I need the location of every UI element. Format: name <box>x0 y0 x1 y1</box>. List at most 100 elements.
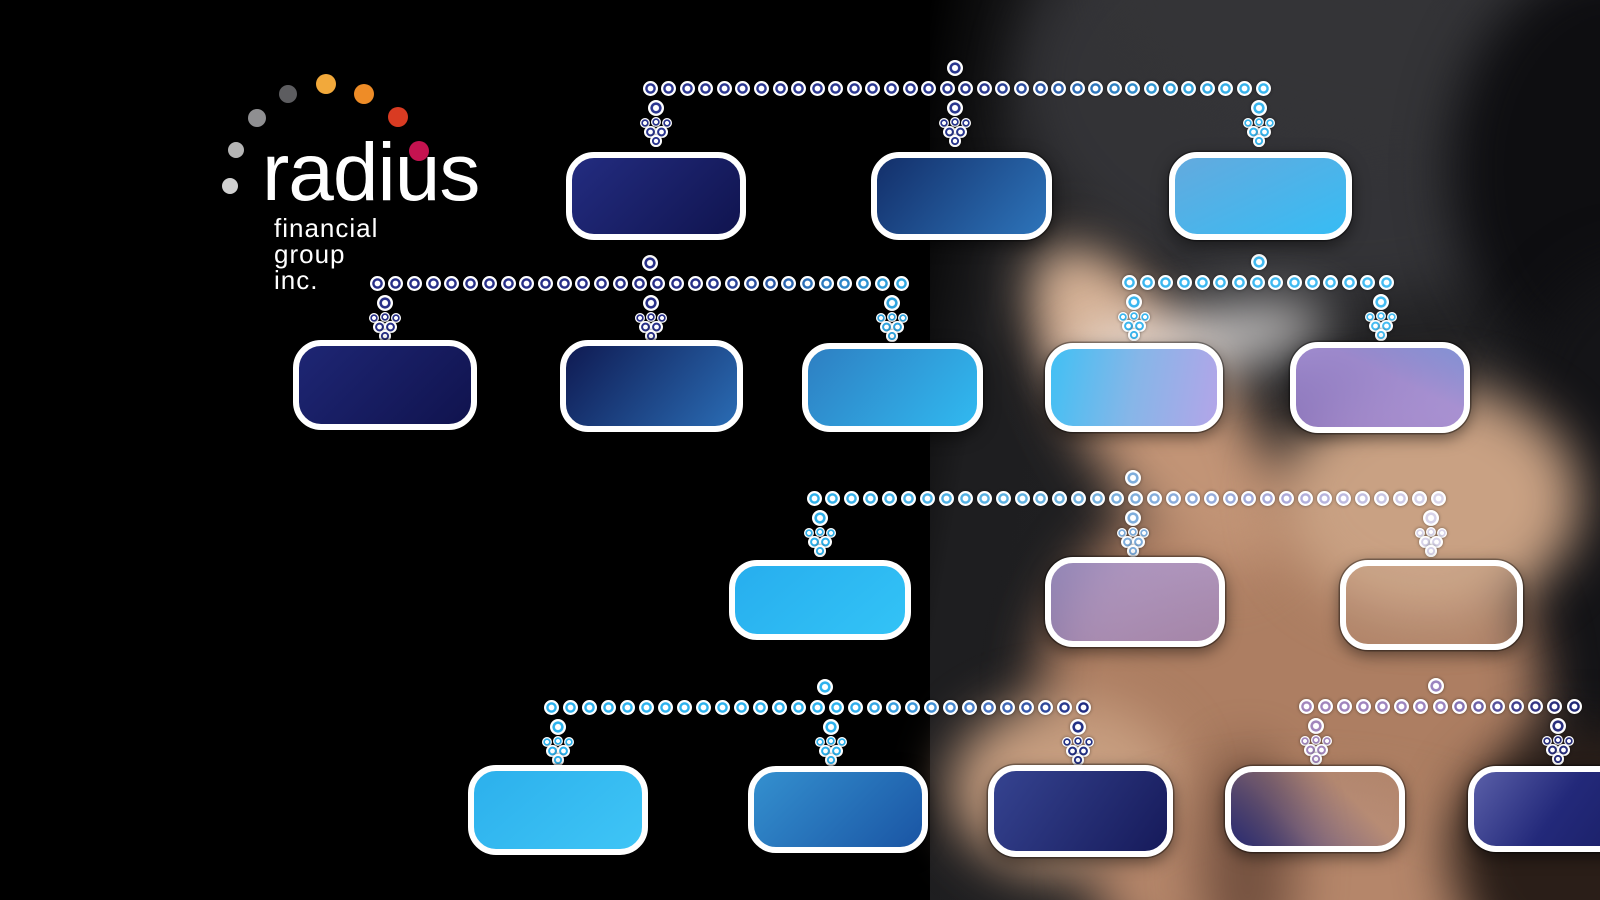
connector-line-bead <box>781 275 797 291</box>
connector-arrow-bead <box>947 100 963 116</box>
connector-line-bead <box>1203 490 1219 506</box>
connector-line-bead <box>1341 274 1357 290</box>
org-node-3-3 <box>1340 560 1523 650</box>
connector-line-bead <box>1250 274 1265 290</box>
connector-line-bead <box>698 80 714 96</box>
connector-line-bead <box>1528 698 1544 714</box>
connector-arrow-bead <box>949 116 961 128</box>
connector-line-bead <box>1018 699 1034 715</box>
connector-arrow-bead <box>377 295 393 311</box>
connector-arrow-bead <box>880 320 893 334</box>
connector-arrow-bead <box>819 744 832 758</box>
connector-arrow-bead <box>1414 527 1426 539</box>
connector-arrow-bead <box>546 744 559 758</box>
connector-arrow-bead <box>814 526 826 538</box>
connector-arrow-bead <box>1117 311 1129 323</box>
connector-line-bead <box>388 275 404 291</box>
connector-arrow-bead <box>886 330 898 342</box>
connector-line-bead <box>904 699 920 715</box>
connector-arrow-bead <box>1077 744 1090 758</box>
org-node-3-1 <box>729 560 911 640</box>
connector-line-bead <box>1547 698 1563 714</box>
connector-line-bead <box>902 80 918 96</box>
connector-arrow-bead <box>552 735 564 747</box>
connector-line-bead <box>1127 490 1143 506</box>
connector-arrow-bead <box>960 117 972 129</box>
connector-arrow-bead <box>1563 735 1575 747</box>
connector-line-bead <box>976 80 992 96</box>
connector-line-bead <box>882 490 898 506</box>
connector-arrow-bead <box>384 320 397 334</box>
org-node-2-1 <box>293 340 477 430</box>
connector-line-bead <box>1354 490 1370 506</box>
connector-line-bead <box>1305 274 1321 290</box>
connector-arrow-bead <box>1430 535 1443 549</box>
connector-line-bead <box>1181 80 1197 96</box>
connector-arrow-bead <box>1128 310 1140 322</box>
connector-line-bead <box>733 699 749 715</box>
connector-line-bead <box>716 80 732 96</box>
connector-line-bead <box>863 490 879 506</box>
connector-line-bead <box>1268 274 1284 290</box>
connector-line-bead <box>828 699 844 715</box>
connector-line-bead <box>844 490 860 506</box>
connector-line-bead <box>847 699 863 715</box>
connector-arrow-bead <box>639 320 652 334</box>
connector-line-bead <box>1317 490 1333 506</box>
connector-line-bead <box>1255 80 1271 96</box>
connector-line-bead <box>1360 274 1376 290</box>
connector-arrow-bead <box>1364 311 1376 323</box>
connector-arrow-bead <box>656 312 668 324</box>
connector-line-bead <box>1430 490 1446 506</box>
connector-line-bead <box>1355 698 1371 714</box>
connector-arrow-bead <box>368 312 380 324</box>
connector-line-bead <box>1194 274 1210 290</box>
org-node-1-1 <box>566 152 746 240</box>
connector-line-bead <box>481 275 497 291</box>
connector-arrow-bead <box>1127 526 1139 538</box>
connector-line-bead <box>961 699 977 715</box>
connector-arrow-bead <box>891 320 904 334</box>
logo-arc-dot <box>354 84 374 104</box>
connector-arrow-bead <box>650 320 663 334</box>
connector-line-bead <box>1509 698 1525 714</box>
connector-arrow-bead <box>1264 117 1276 129</box>
connector-line-bead <box>1075 699 1091 715</box>
connector-parent-bead <box>642 255 658 271</box>
connector-line-bead <box>753 80 769 96</box>
connector-arrow-bead <box>1425 526 1437 538</box>
connector-arrow-bead <box>373 320 386 334</box>
connector-line-bead <box>762 275 778 291</box>
connector-arrow-bead <box>655 125 668 139</box>
connector-arrow-bead <box>1373 294 1389 310</box>
connector-line-bead <box>1336 698 1352 714</box>
connector-line-bead <box>846 80 862 96</box>
connector-arrow-bead <box>825 527 837 539</box>
connector-arrow-bead <box>1125 510 1141 526</box>
org-node-4-1 <box>468 765 648 855</box>
connector-line-bead <box>581 699 597 715</box>
connector-line-bead <box>809 699 825 715</box>
connector-line-bead <box>1144 80 1160 96</box>
connector-arrow-bead <box>819 535 832 549</box>
logo-arc-dot <box>279 85 297 103</box>
connector-arrow-bead <box>1070 719 1086 735</box>
connector-arrow-bead <box>639 117 651 129</box>
connector-line-bead <box>790 699 806 715</box>
connector-line-bead <box>874 275 890 291</box>
connector-arrow-bead <box>661 117 673 129</box>
connector-line-bead <box>543 699 559 715</box>
connector-line-bead <box>1279 490 1295 506</box>
connector-line-bead <box>1298 490 1314 506</box>
connector-arrow-bead <box>1251 100 1267 116</box>
connector-line-bead <box>938 490 954 506</box>
connector-line-bead <box>1162 80 1178 96</box>
connector-arrow-bead <box>875 312 887 324</box>
connector-line-bead <box>1032 80 1048 96</box>
connector-parent-bead <box>1428 678 1444 694</box>
connector-arrow-bead <box>943 125 956 139</box>
connector-line-bead <box>725 275 741 291</box>
connector-line-bead <box>885 699 901 715</box>
connector-line-bead <box>1375 698 1391 714</box>
